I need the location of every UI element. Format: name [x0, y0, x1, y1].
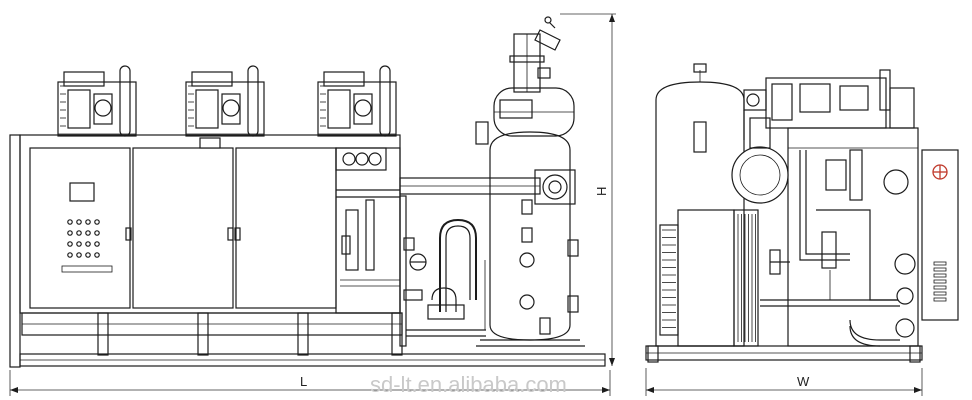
receiver-tank-icon: [475, 16, 585, 347]
length-label: L: [300, 374, 307, 389]
indicator-light: [76, 252, 82, 258]
length-dimension: L: [9, 370, 611, 396]
pressure-gauge-icon: [368, 152, 382, 166]
width-dimension: W: [645, 368, 923, 396]
indicator-light: [85, 230, 91, 236]
indicator-light: [67, 252, 73, 258]
base-frame: [9, 134, 606, 368]
door-handle: [227, 227, 234, 241]
indicator-light: [85, 219, 91, 225]
indicator-light: [94, 219, 100, 225]
front-view: L H: [9, 13, 616, 396]
pressure-gauge-icon: [342, 152, 356, 166]
compressor-icon: [185, 65, 265, 137]
height-dimension: H: [560, 13, 616, 366]
electric-box: [921, 149, 959, 321]
vent-slots: [933, 261, 947, 302]
pressure-gauge-icon: [355, 152, 369, 166]
indicator-light: [85, 241, 91, 247]
height-label: H: [594, 187, 609, 196]
width-label: W: [797, 374, 810, 389]
control-panel-display: [69, 182, 95, 202]
receiver-tank-icon: [655, 63, 745, 347]
valve-icon: [896, 287, 914, 305]
compressor-icon: [57, 65, 137, 137]
condenser-fan-icon: [659, 209, 759, 347]
valve-icon: [895, 318, 915, 338]
indicator-light: [85, 252, 91, 258]
indicator-light: [67, 230, 73, 236]
compressors: [57, 65, 397, 137]
indicator-lights: [61, 219, 113, 273]
indicator-light: [94, 230, 100, 236]
side-piping: [760, 149, 916, 347]
indicator-light: [67, 241, 73, 247]
electric-cabinet: [19, 134, 401, 314]
valve-icon: [519, 252, 535, 268]
indicator-light: [94, 252, 100, 258]
cabinet-latch: [199, 137, 221, 149]
indicator-light: [76, 230, 82, 236]
piping-section: [399, 177, 541, 347]
indicator-light: [76, 241, 82, 247]
watermark: sd-lt.en.alibaba.com: [370, 372, 567, 397]
indicator-light: [94, 241, 100, 247]
door-handle: [125, 227, 132, 241]
door-handle: [234, 227, 241, 241]
side-view: W: [645, 63, 959, 396]
compressor-icon: [317, 65, 397, 137]
valve-icon: [894, 253, 916, 275]
indicator-light: [76, 219, 82, 225]
valve-icon: [519, 294, 535, 310]
indicator-light: [67, 219, 73, 225]
valve-icon: [883, 169, 909, 195]
